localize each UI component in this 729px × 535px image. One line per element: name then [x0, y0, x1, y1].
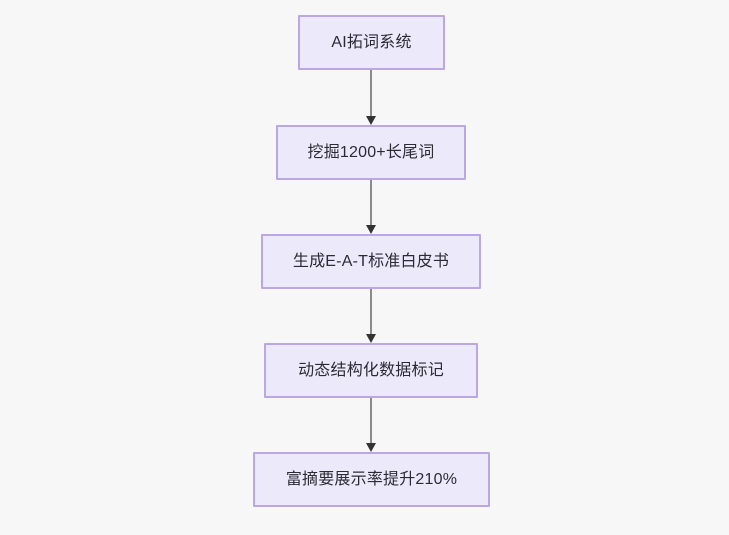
edge-line — [370, 398, 372, 444]
flowchart-edge-n1-n2 — [361, 70, 381, 125]
arrow-down-icon — [366, 334, 376, 343]
arrow-down-icon — [366, 116, 376, 125]
flowchart-edge-n4-n5 — [361, 398, 381, 452]
flowchart-node-label: 生成E-A-T标准白皮书 — [292, 252, 450, 270]
flowchart-edge-n2-n3 — [361, 180, 381, 234]
flowchart-node-n2[interactable]: 挖掘1200+长尾词 — [276, 125, 466, 180]
flowchart-node-label: 富摘要展示率提升210% — [285, 470, 458, 488]
flowchart-edge-n3-n4 — [361, 289, 381, 343]
flowchart-node-n5[interactable]: 富摘要展示率提升210% — [253, 452, 490, 507]
arrow-down-icon — [366, 225, 376, 234]
flowchart-node-n1[interactable]: AI拓词系统 — [298, 15, 445, 70]
edge-line — [370, 180, 372, 226]
edge-line — [370, 70, 372, 117]
flowchart-node-label: AI拓词系统 — [331, 33, 412, 51]
flowchart-node-n4[interactable]: 动态结构化数据标记 — [264, 343, 478, 398]
flowchart-node-label: 动态结构化数据标记 — [298, 361, 444, 379]
flowchart-node-label: 挖掘1200+长尾词 — [307, 143, 435, 161]
edge-line — [370, 289, 372, 335]
flowchart-node-n3[interactable]: 生成E-A-T标准白皮书 — [261, 234, 481, 289]
arrow-down-icon — [366, 443, 376, 452]
